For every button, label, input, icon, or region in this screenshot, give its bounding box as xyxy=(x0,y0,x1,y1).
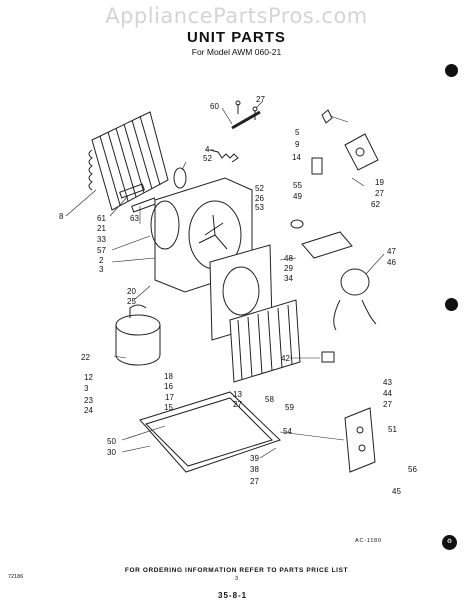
callout-26: 26 xyxy=(255,194,264,203)
callout-42: 42 xyxy=(281,354,290,363)
bottom-code: 35-8-1 xyxy=(218,591,248,600)
evaporator-coil xyxy=(229,299,301,383)
callout-3: 3 xyxy=(99,265,104,274)
callout-18: 18 xyxy=(164,372,173,381)
callout-47: 47 xyxy=(387,247,396,256)
callout-5: 5 xyxy=(295,128,300,137)
spring-4 xyxy=(209,149,239,163)
fan-motor xyxy=(333,268,377,331)
callout-52: 52 xyxy=(203,154,212,163)
callout-8: 8 xyxy=(59,212,64,221)
callout-23: 23 xyxy=(84,396,93,405)
thermostat-clip xyxy=(321,109,333,124)
reference-code: AC-1180 xyxy=(355,538,382,544)
watermark: AppliancePartsPros.com xyxy=(105,4,368,28)
callout-13: 13 xyxy=(233,390,242,399)
control-panel xyxy=(344,407,376,473)
callout-12: 12 xyxy=(84,373,93,382)
callout-30: 30 xyxy=(107,448,116,457)
callout-38: 38 xyxy=(250,465,259,474)
condenser-coil xyxy=(88,111,169,211)
callout-49: 49 xyxy=(293,192,302,201)
callout-2: 2 xyxy=(99,256,104,265)
capacitor-49 xyxy=(290,219,304,229)
screws-27-top xyxy=(235,100,258,120)
callout-46: 46 xyxy=(387,258,396,267)
callout-27b: 27 xyxy=(375,189,384,198)
leader-lines xyxy=(65,101,385,459)
fan-hub-52 xyxy=(173,167,187,189)
callout-58: 58 xyxy=(265,395,274,404)
callout-27e: 27 xyxy=(250,477,259,486)
callout-27c: 27 xyxy=(233,400,242,409)
base-pan xyxy=(139,391,281,473)
callout-63: 63 xyxy=(130,214,139,223)
bracket-60 xyxy=(231,110,261,130)
callout-21: 21 xyxy=(97,224,106,233)
compressor xyxy=(115,304,161,366)
recycle-seal-icon: ♻ xyxy=(442,535,457,550)
callout-4: 4 xyxy=(205,145,210,154)
callout-60: 60 xyxy=(210,102,219,111)
callout-9: 9 xyxy=(295,140,300,149)
callout-54: 54 xyxy=(283,427,292,436)
ordering-note: FOR ORDERING INFORMATION REFER TO PARTS … xyxy=(124,567,349,574)
callout-14: 14 xyxy=(292,153,301,162)
callout-34: 34 xyxy=(284,274,293,283)
callout-57: 57 xyxy=(97,246,106,255)
callout-17: 17 xyxy=(165,393,174,402)
callout-19: 19 xyxy=(375,178,384,187)
callout-50: 50 xyxy=(107,437,116,446)
callout-20: 20 xyxy=(127,287,136,296)
callout-3b: 3 xyxy=(84,384,89,393)
callout-33: 33 xyxy=(97,235,106,244)
model-subtitle: For Model AWM 060-21 xyxy=(191,47,282,57)
callout-29: 29 xyxy=(284,264,293,273)
callout-59: 59 xyxy=(285,403,294,412)
page-number: 3 xyxy=(235,576,239,582)
page-title: UNIT PARTS xyxy=(187,29,286,46)
binder-hole-icon xyxy=(445,64,458,77)
callout-43: 43 xyxy=(383,378,392,387)
callout-55: 55 xyxy=(293,181,302,190)
callout-62: 62 xyxy=(371,200,380,209)
callout-22: 22 xyxy=(81,353,90,362)
page-code: 72186 xyxy=(8,574,24,580)
motor-plate-62 xyxy=(301,231,353,259)
control-bracket xyxy=(344,133,379,171)
callout-27: 27 xyxy=(256,95,265,104)
callout-51: 51 xyxy=(388,425,397,434)
callout-44: 44 xyxy=(383,389,392,398)
callout-61: 61 xyxy=(97,214,106,223)
callout-16: 16 xyxy=(164,382,173,391)
bracket-63 xyxy=(131,197,157,213)
binder-hole-icon xyxy=(445,298,458,311)
callout-45: 45 xyxy=(392,487,401,496)
bracket-61 xyxy=(119,183,145,199)
callout-48: 48 xyxy=(284,254,293,263)
callout-24: 24 xyxy=(84,406,93,415)
callout-52b: 52 xyxy=(255,184,264,193)
callout-39: 39 xyxy=(250,454,259,463)
callout-56: 56 xyxy=(408,465,417,474)
thermostat-14 xyxy=(311,157,323,175)
callout-53: 53 xyxy=(255,203,264,212)
callout-15: 15 xyxy=(164,403,173,412)
callout-27d: 27 xyxy=(383,400,392,409)
callout-25: 25 xyxy=(127,297,136,306)
part-42 xyxy=(321,351,335,363)
